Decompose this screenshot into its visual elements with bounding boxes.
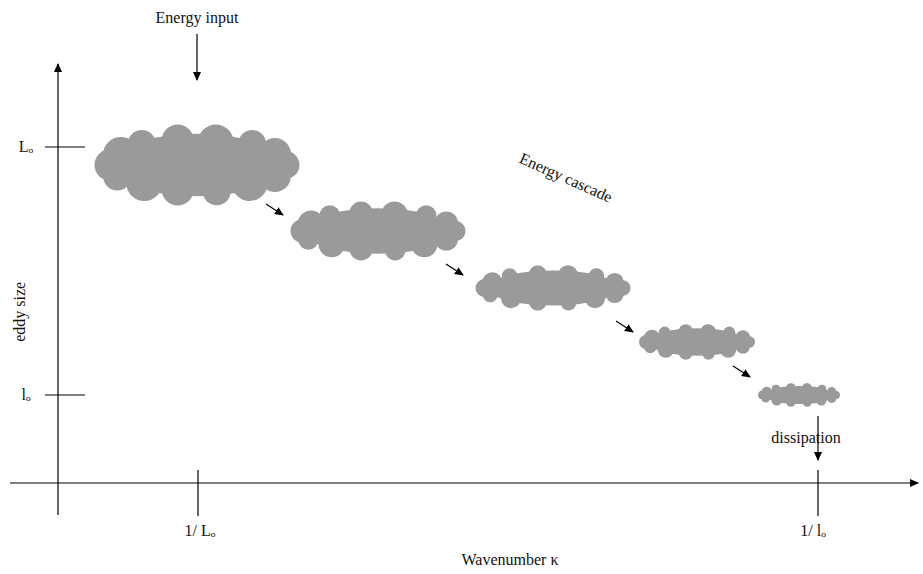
cascade-arrow [733, 366, 750, 377]
input-label: Energy input [156, 9, 239, 27]
axis-tick [197, 470, 198, 516]
cascade-label: Energy cascade [517, 150, 615, 207]
eddy-cloud [291, 201, 466, 260]
eddy-cloud [758, 383, 840, 407]
input-arrow [196, 34, 197, 80]
cascade-arrow [266, 204, 283, 215]
axis-tick-label: 1/ lₒ [800, 522, 826, 540]
cascade-arrow [446, 264, 463, 275]
axis-tick-label: lₒ [21, 386, 30, 404]
cascade-arrow [616, 321, 633, 332]
eddy-cloud [95, 125, 300, 206]
axis-tick [817, 470, 818, 516]
y-axis [57, 64, 58, 515]
axis-tick [45, 394, 85, 395]
axis-title: eddy size [11, 282, 29, 342]
axis-tick-label: Lₒ [19, 138, 33, 156]
eddy-cloud [639, 324, 755, 359]
eddy-cloud [476, 265, 631, 310]
dissipation-label: dissipation [771, 429, 840, 447]
x-axis [10, 482, 918, 483]
axis-tick-label: 1/ Lₒ [185, 522, 216, 540]
axis-tick [45, 146, 85, 147]
axis-title: Wavenumber κ [462, 551, 559, 569]
